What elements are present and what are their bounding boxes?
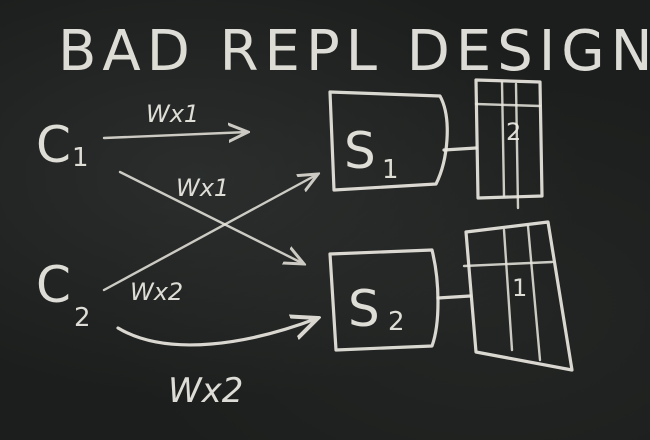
arrow-c1-s2 (118, 170, 304, 264)
storage-s2-divider (502, 228, 514, 352)
edge-label-c1-s2: Wx1 (176, 174, 229, 202)
storage-s2: 1 (436, 220, 574, 372)
edge-label-c1-s1: Wx1 (146, 100, 199, 128)
arrow-c2-s2 (116, 318, 318, 347)
diagram-title: BAD REPL DESIGN (58, 19, 650, 84)
storage-s1-frame (474, 78, 544, 200)
edge-label-c2-s2: Wx2 (168, 371, 243, 411)
server-s2-box (328, 248, 440, 352)
edge-label-c2-s1: Wx2 (130, 278, 183, 306)
server-s1: S 1 (328, 90, 449, 192)
storage-s2-value: 1 (512, 274, 527, 302)
storage-s1-value: 2 (506, 118, 521, 146)
server-s1-letter: S (344, 122, 376, 180)
server-s1-box (328, 90, 449, 192)
server-s2-letter: S (348, 280, 380, 338)
client-c1-letter: C (36, 116, 71, 174)
arrow-c1-s1 (102, 132, 248, 138)
storage-s2-divider (526, 224, 542, 362)
server-s2-subscript: 2 (388, 307, 405, 337)
client-c1: C 1 (36, 116, 89, 174)
arrow-c2-s1 (102, 174, 318, 292)
client-c2-letter: C (36, 256, 71, 314)
storage-s1-link (442, 146, 478, 152)
storage-s2-divider (462, 260, 554, 268)
storage-s1: 2 (442, 78, 544, 210)
server-s1-subscript: 1 (382, 155, 399, 185)
server-s2: S 2 (328, 248, 440, 352)
storage-s1-divider (514, 82, 520, 210)
client-c2-subscript: 2 (74, 303, 91, 333)
client-c2: C 2 (36, 256, 91, 333)
storage-s1-divider (474, 102, 542, 108)
storage-s2-frame (464, 220, 574, 372)
storage-s2-link (436, 294, 472, 300)
storage-s1-divider (500, 80, 506, 198)
client-c1-subscript: 1 (72, 143, 89, 173)
